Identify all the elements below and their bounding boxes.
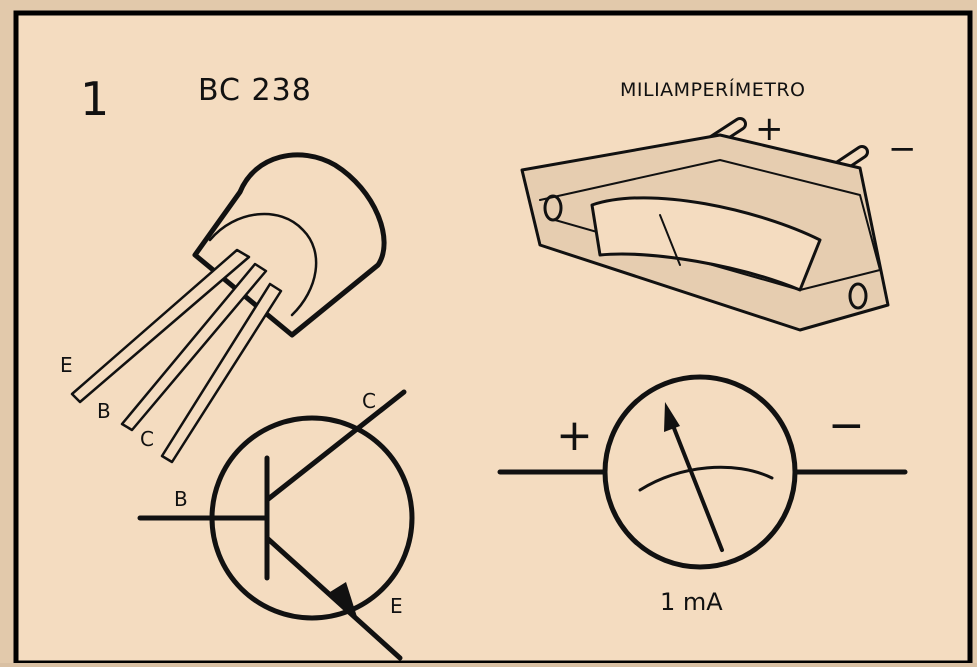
meter-symbol-plus: +: [556, 410, 593, 461]
meter-symbol-minus: −: [828, 400, 865, 451]
lead-label-e: E: [60, 353, 73, 377]
meter-minus-label: −: [888, 129, 917, 169]
meter-title: MILIAMPERÍMETRO: [620, 78, 806, 101]
meter-plus-label: +: [755, 109, 784, 149]
emitter-arrow-icon: [330, 582, 358, 620]
meter-needle-arrow-icon: [664, 402, 680, 432]
symbol-label-e: E: [390, 594, 403, 618]
transistor-symbol: [137, 389, 415, 661]
transistor-model-label: BC 238: [198, 73, 312, 108]
symbol-label-c: C: [362, 389, 376, 413]
symbol-label-b: B: [174, 487, 188, 511]
meter-symbol: [497, 374, 908, 570]
transistor-leads: [70, 248, 283, 464]
figure-number: 1: [80, 72, 109, 126]
lead-label-c: C: [140, 427, 154, 451]
lead-label-b: B: [97, 399, 111, 423]
panel-border: [13, 10, 973, 666]
meter-range-label: 1 mA: [660, 588, 723, 616]
milliammeter-drawing: [520, 117, 890, 332]
